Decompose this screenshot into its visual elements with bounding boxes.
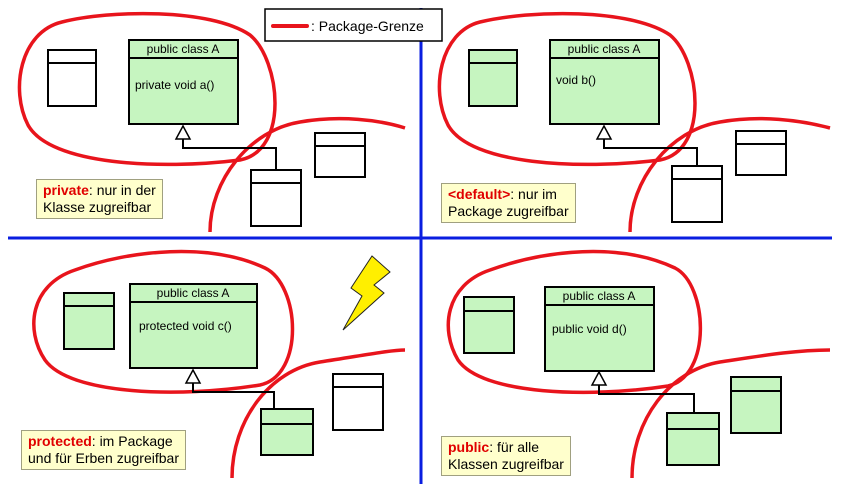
note-text: Package zugreifbar: [448, 203, 569, 219]
quadrant-public: public class A public void d(): [446, 249, 831, 479]
keyword-protected: protected: [28, 433, 92, 449]
note-default: <default>: nur im Package zugreifbar: [441, 183, 576, 223]
inheritance-line: [603, 138, 698, 166]
inheritance-arrow: [174, 124, 192, 140]
outside-class-box: [730, 376, 782, 434]
unnamed-class-box: [468, 49, 518, 107]
package-boundary: [17, 11, 277, 167]
lightning-bolt-icon: [342, 255, 391, 331]
class-a-title: public class A: [157, 286, 230, 300]
subclass-box: [671, 165, 723, 223]
quadrant-protected: public class A protected void c(): [32, 249, 406, 479]
note-text: Klassen zugreifbar: [448, 456, 564, 472]
package-boundary: [32, 249, 295, 394]
note-text: und für Erben zugreifbar: [28, 450, 179, 466]
class-a-box: public class A protected void c(): [129, 283, 258, 369]
class-a-box: public class A void b(): [549, 39, 660, 125]
subclass-box: [250, 169, 302, 227]
class-a-title: public class A: [568, 42, 641, 56]
inheritance-arrow: [595, 124, 613, 140]
subclass-box: [260, 408, 314, 456]
note-text: : nur in der: [88, 182, 156, 198]
package-boundary: [628, 116, 831, 233]
legend-label: : Package-Grenze: [311, 18, 424, 34]
keyword-default: <default>: [448, 186, 511, 202]
inheritance-arrow: [184, 368, 202, 384]
note-protected: protected: im Package und für Erben zugr…: [21, 430, 186, 470]
class-a-box: public class A private void a(): [128, 39, 239, 125]
inheritance-line: [182, 138, 277, 170]
legend: : Package-Grenze: [264, 8, 443, 42]
quadrant-private: public class A private void a(): [17, 11, 406, 233]
unnamed-class-box: [463, 296, 515, 354]
class-a-title: public class A: [563, 289, 636, 303]
unnamed-class-box: [47, 49, 97, 107]
note-private: private: nur in der Klasse zugreifbar: [36, 179, 163, 219]
unnamed-class-box: [63, 292, 115, 350]
note-public: public: für alle Klassen zugreifbar: [441, 436, 571, 476]
package-boundary: [630, 348, 831, 479]
package-boundary: [230, 348, 406, 479]
keyword-private: private: [43, 182, 89, 198]
package-boundary: [437, 11, 697, 167]
inheritance-line: [192, 382, 275, 409]
keyword-public: public: [448, 439, 490, 455]
class-a-title: public class A: [147, 42, 220, 56]
class-a-method: void b(): [556, 73, 596, 87]
quadrant-default: public class A void b(): [437, 11, 831, 233]
outside-class-box: [735, 130, 787, 176]
note-text: : nur im: [510, 186, 557, 202]
note-text: Klasse zugreifbar: [43, 199, 152, 215]
class-a-method: protected void c(): [139, 319, 232, 333]
class-a-method: public void d(): [552, 322, 627, 336]
package-boundary: [208, 116, 406, 233]
class-a-box: public class A public void d(): [544, 286, 655, 372]
subclass-box: [666, 412, 720, 466]
outside-class-box: [314, 132, 366, 178]
inheritance-line: [598, 384, 695, 413]
note-text: : im Package: [91, 433, 173, 449]
class-a-method: private void a(): [135, 78, 214, 92]
inheritance-arrow: [590, 370, 608, 386]
package-boundary: [446, 249, 703, 395]
outside-class-box: [332, 373, 384, 431]
note-text: : für alle: [489, 439, 540, 455]
